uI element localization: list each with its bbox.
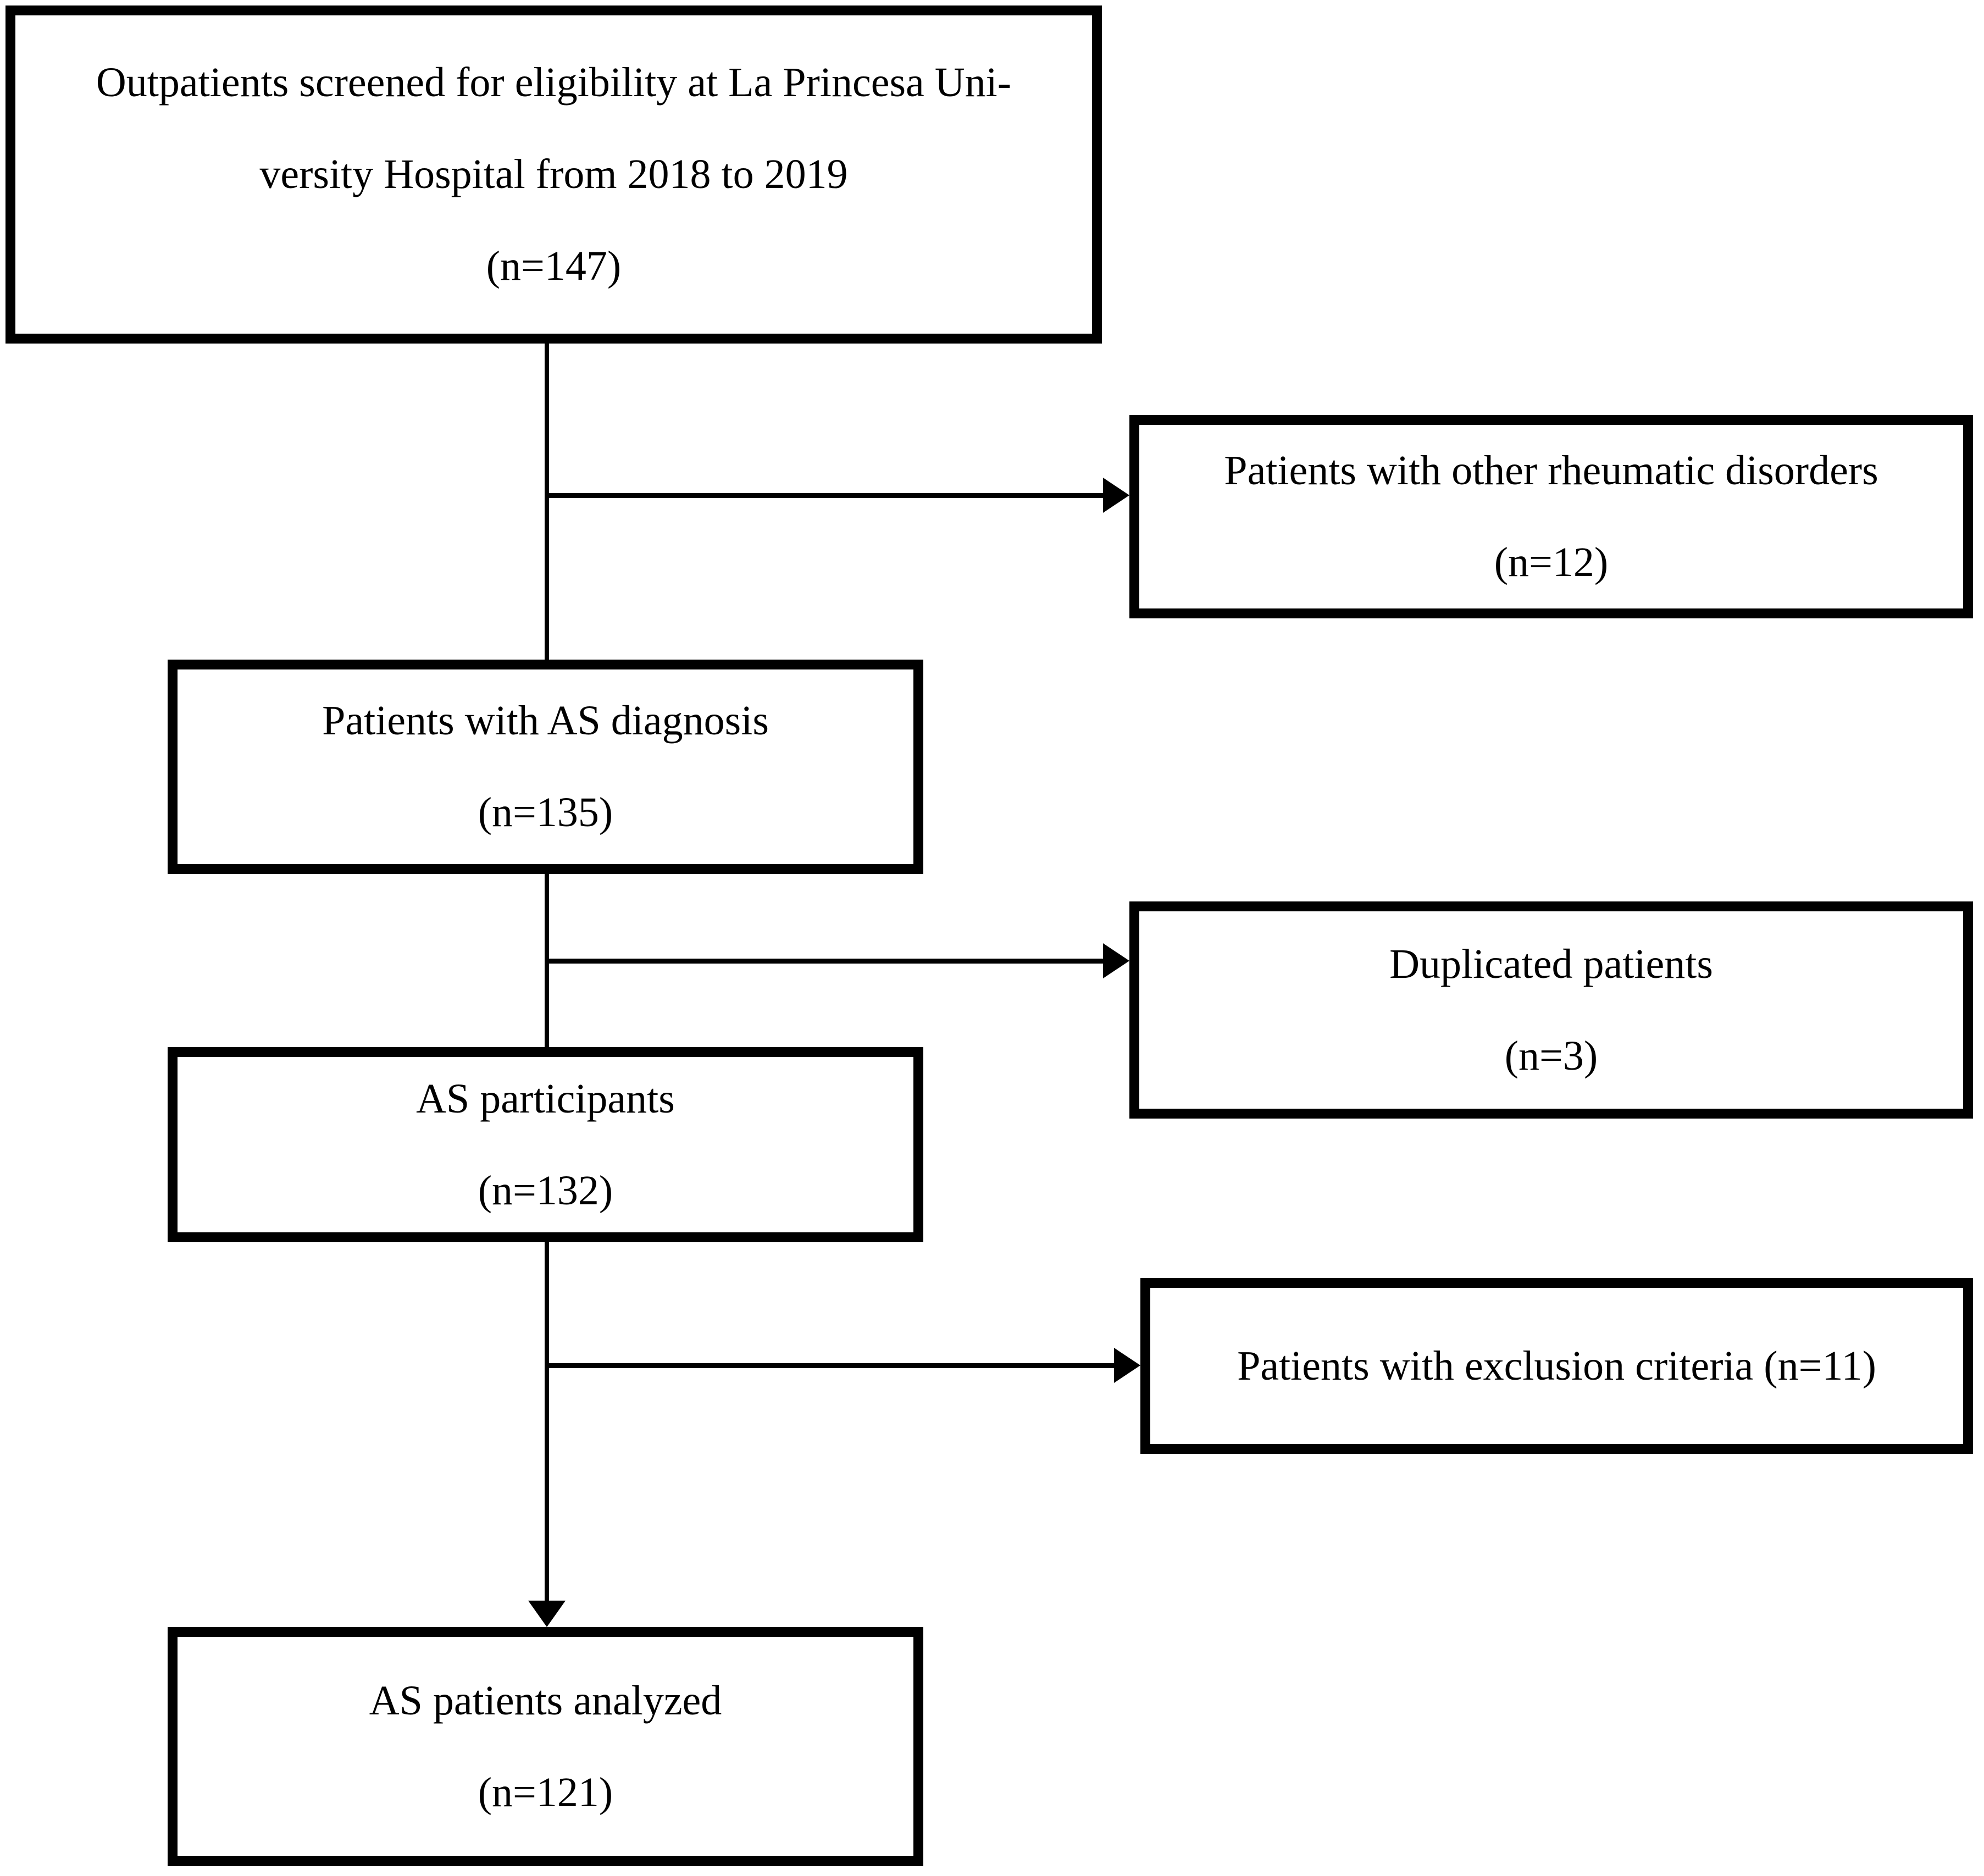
flow-box-duplicated: Duplicated patients (n=3) (1129, 901, 1973, 1119)
flow-box-screened: Outpatients screened for eligibility at … (5, 5, 1102, 344)
connector-screened-to-diagnosis (545, 344, 549, 660)
flow-box-analyzed: AS patients analyzed (n=121) (168, 1627, 923, 1866)
connector-branch-other-rheumatic (547, 493, 1105, 498)
arrowhead-right-icon (1103, 478, 1129, 513)
arrowhead-down-icon (528, 1601, 566, 1627)
arrowhead-right-icon (1114, 1348, 1140, 1383)
flow-box-text-line: (n=121) (478, 1769, 613, 1816)
flow-box-text-line: (n=132) (478, 1167, 613, 1214)
flow-box-text-line: Patients with exclusion criteria (n=11) (1237, 1342, 1876, 1389)
connector-branch-duplicated (547, 959, 1105, 964)
connector-participants-to-analyzed (545, 1242, 549, 1603)
flow-box-exclusion: Patients with exclusion criteria (n=11) (1140, 1278, 1973, 1454)
flow-box-other-rheumatic: Patients with other rheumatic disorders … (1129, 415, 1973, 618)
flow-box-as-diagnosis: Patients with AS diagnosis (n=135) (168, 660, 923, 874)
flow-box-text-line: (n=3) (1504, 1032, 1598, 1079)
flow-box-as-participants: AS participants (n=132) (168, 1047, 923, 1242)
flow-box-text-line: (n=135) (478, 789, 613, 835)
flow-box-text-line: (n=12) (1494, 539, 1609, 585)
flow-box-text-line: Patients with other rheumatic disorders (1224, 447, 1878, 494)
flow-box-text-line: versity Hospital from 2018 to 2019 (259, 151, 848, 197)
arrowhead-right-icon (1103, 943, 1129, 978)
flow-box-text-line: AS participants (416, 1075, 675, 1122)
connector-branch-exclusion (547, 1363, 1116, 1368)
flow-box-text-line: Patients with AS diagnosis (322, 698, 769, 744)
flow-box-text-line: Duplicated patients (1389, 940, 1713, 987)
flow-box-text-line: Outpatients screened for eligibility at … (96, 59, 1012, 106)
flow-box-text-line: (n=147) (486, 243, 622, 289)
flow-box-text-line: AS patients analyzed (369, 1677, 722, 1724)
